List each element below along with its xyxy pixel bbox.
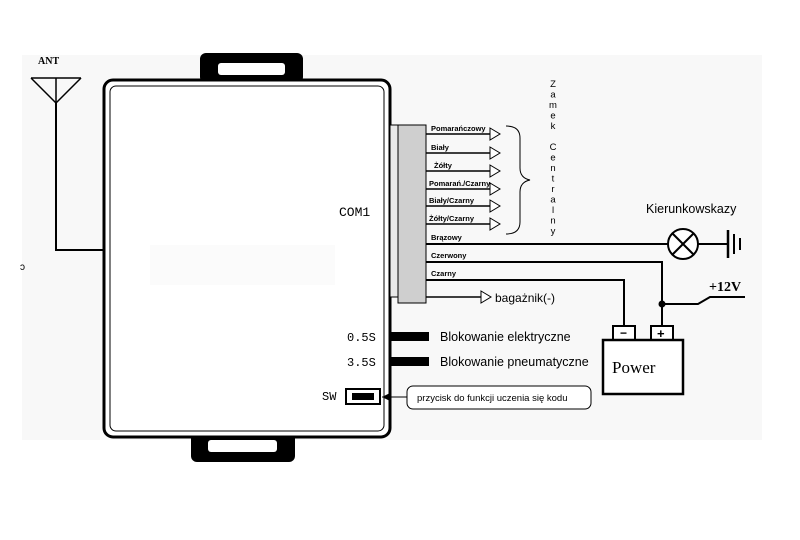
module-inner-border xyxy=(109,85,385,432)
pneumatic-lock-output xyxy=(391,357,429,366)
central-lock-letter: l xyxy=(552,205,554,216)
central-lock-letter: n xyxy=(550,163,555,174)
central-lock-letter: n xyxy=(550,216,555,227)
pneumatic-time-label: 3.5S xyxy=(347,356,376,370)
electric-lock-output xyxy=(391,332,429,341)
wire-label: Pomarań./Czarny xyxy=(429,179,491,188)
trunk-label: bagażnik(-) xyxy=(495,291,555,305)
central-lock-letter: a xyxy=(550,90,556,101)
minus-sign: − xyxy=(620,326,627,340)
central-lock-brace xyxy=(505,125,531,235)
wire-label: Żółty/Czarny xyxy=(429,214,475,223)
wire-orange-black: Pomarań./Czarny xyxy=(426,179,501,196)
connector-flange xyxy=(389,124,399,298)
plus-sign: + xyxy=(657,326,665,341)
module-label-area xyxy=(150,245,335,285)
bottom-mount-slot xyxy=(208,440,277,452)
electric-lock-label: Blokowanie elektryczne xyxy=(440,330,571,344)
central-lock-letter: t xyxy=(552,174,555,185)
wire-black: Czarny xyxy=(426,269,625,326)
voltage-label: +12V xyxy=(709,280,741,295)
wire-white: Biały xyxy=(426,143,501,160)
wire-label: Czarny xyxy=(431,269,457,278)
antenna-label: ANT xyxy=(38,56,59,67)
callout-arrow xyxy=(382,393,390,401)
com1-connector xyxy=(397,124,427,304)
learn-button-face[interactable] xyxy=(352,393,374,400)
central-lock-letter: k xyxy=(551,121,556,132)
stray-mark: ɔ xyxy=(20,262,25,273)
ground-icon xyxy=(726,230,741,258)
power-label: Power xyxy=(612,358,656,377)
supply-line xyxy=(662,296,745,305)
top-mount-slot xyxy=(218,63,285,75)
electric-time-label: 0.5S xyxy=(347,331,376,345)
button-callout-label: przycisk do funkcji uczenia się kodu xyxy=(417,393,568,404)
wire-label: Biały xyxy=(431,143,450,152)
central-lock-letter: C xyxy=(550,142,557,153)
central-lock-letter: r xyxy=(551,184,554,195)
central-lock-letter: e xyxy=(550,111,555,122)
wire-label: Brązowy xyxy=(431,233,463,242)
antenna-icon xyxy=(30,77,104,251)
indicator-lamp-icon xyxy=(667,228,728,260)
central-lock-letter: Z xyxy=(550,79,556,90)
wire-brown: Brązowy xyxy=(426,233,668,245)
indicators-label: Kierunkowskazy xyxy=(646,202,737,216)
central-lock-letter: m xyxy=(549,100,557,111)
central-lock-letter: e xyxy=(550,153,555,164)
wire-yellow: Żółty xyxy=(426,161,501,178)
wire-label: Czerwony xyxy=(431,251,467,260)
wire-label: Żółty xyxy=(434,161,453,170)
wire-orange: Pomarańczowy xyxy=(426,124,501,141)
power-box xyxy=(601,338,685,396)
junction-dot xyxy=(658,300,666,308)
wire-label: Pomarańczowy xyxy=(431,124,486,133)
wire-trunk: bagażnik(-) xyxy=(426,290,555,305)
pneumatic-lock-label: Blokowanie pneumatyczne xyxy=(440,355,589,369)
com1-label: COM1 xyxy=(339,205,370,220)
sw-label: SW xyxy=(322,390,337,404)
central-lock-letter: y xyxy=(551,226,556,237)
wire-white-black: Biały/Czarny xyxy=(426,196,501,213)
button-callout-box xyxy=(406,385,592,410)
wire-label: Biały/Czarny xyxy=(429,196,475,205)
central-lock-letter: a xyxy=(550,195,556,206)
wire-yellow-black: Żółty/Czarny xyxy=(426,214,501,231)
